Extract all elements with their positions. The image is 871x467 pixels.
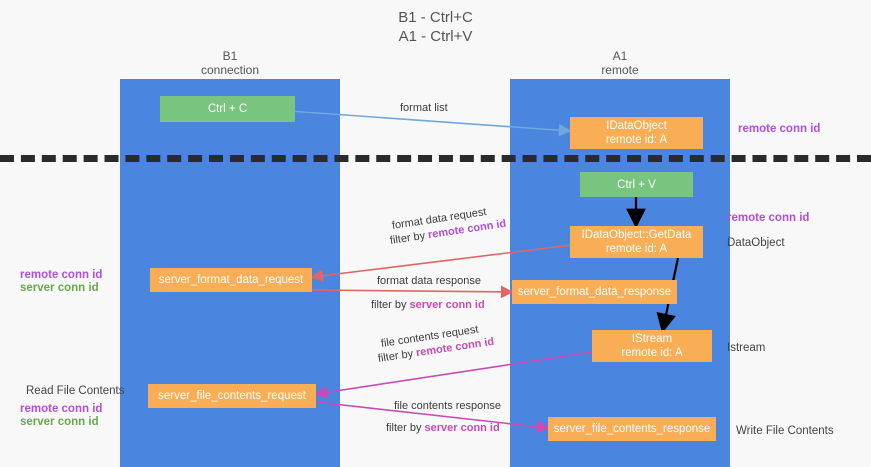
node-server-file-contents-response-label: server_file_contents_response	[553, 423, 711, 435]
column-header-a1-name: A1	[612, 49, 628, 63]
annotation-left-remote-conn-id: remote conn id	[20, 269, 103, 281]
node-server-format-data-request[interactable]: server_format_data_request	[150, 268, 312, 292]
node-idataobject[interactable]: IDataObject remote id: A	[570, 117, 703, 149]
node-idataobject-title: IDataObject	[606, 120, 667, 132]
annotation-left-server-conn-id: server conn id	[20, 282, 99, 294]
edge-label-format-data-response: format data response	[377, 275, 481, 287]
column-header-b1: B1 connection	[120, 49, 340, 77]
node-server-format-data-response-label: server_format_data_response	[517, 286, 672, 298]
node-ctrl-c-label: Ctrl + C	[207, 103, 248, 115]
annotation-remote-conn-id-top: remote conn id	[738, 123, 821, 135]
node-server-file-contents-response[interactable]: server_file_contents_response	[548, 417, 716, 441]
edge-label-file-contents-response-filter: filter by server conn id	[386, 421, 500, 435]
node-idataobject-getdata[interactable]: IDataObject::GetData remote id: A	[570, 226, 703, 258]
node-ctrl-c[interactable]: Ctrl + C	[160, 96, 295, 122]
node-server-format-data-request-label: server_format_data_request	[158, 274, 304, 286]
annotation-left-bottom-server-conn-id: server conn id	[20, 416, 99, 428]
filter-value-server-conn-id: server conn id	[424, 422, 500, 434]
annotation-write-file-contents: Write File Contents	[736, 425, 834, 437]
section-divider	[0, 155, 871, 162]
node-istream-title: IStream	[631, 333, 673, 345]
column-header-b1-role: connection	[200, 63, 260, 77]
node-server-file-contents-request-label: server_file_contents_request	[158, 390, 306, 402]
node-getdata-title: IDataObject::GetData	[581, 229, 692, 241]
annotation-left-bottom-remote-conn-id: remote conn id	[20, 403, 103, 415]
edge-label-format-list: format list	[400, 102, 448, 114]
node-istream-subtitle: remote id: A	[621, 347, 683, 359]
column-header-b1-name: B1	[222, 49, 238, 63]
annotation-dataobject: DataObject	[727, 237, 785, 249]
annotation-remote-conn-id-mid: remote conn id	[727, 212, 810, 224]
filter-prefix: filter by	[386, 422, 425, 434]
annotation-read-file-contents: Read File Contents	[26, 385, 125, 397]
node-ctrl-v[interactable]: Ctrl + V	[580, 172, 693, 197]
diagram-title-line2: A1 - Ctrl+V	[398, 28, 473, 45]
node-server-file-contents-request[interactable]: server_file_contents_request	[148, 384, 316, 408]
node-istream[interactable]: IStream remote id: A	[592, 330, 712, 362]
annotation-istream: Istream	[727, 342, 766, 354]
node-server-format-data-response[interactable]: server_format_data_response	[512, 280, 677, 304]
node-idataobject-subtitle: remote id: A	[605, 134, 668, 146]
column-header-a1: A1 remote	[510, 49, 730, 77]
node-getdata-subtitle: remote id: A	[605, 243, 668, 255]
filter-value-server-conn-id: server conn id	[409, 299, 485, 311]
edge-label-file-contents-response: file contents response	[394, 400, 502, 412]
filter-prefix: filter by	[371, 299, 410, 311]
column-header-a1-role: remote	[601, 63, 639, 77]
node-ctrl-v-label: Ctrl + V	[617, 178, 656, 191]
edge-label-format-data-response-filter: filter by server conn id	[371, 298, 485, 312]
diagram-title-line1: B1 - Ctrl+C	[398, 9, 473, 26]
